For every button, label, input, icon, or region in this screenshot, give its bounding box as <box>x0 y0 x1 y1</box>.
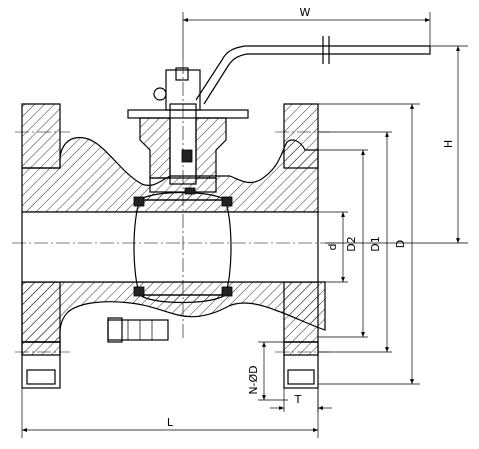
label-h: H <box>442 140 455 148</box>
stem-assembly <box>127 67 249 195</box>
drain-plug <box>107 317 169 343</box>
seat-upper-left <box>133 196 145 207</box>
left-flange <box>15 103 70 389</box>
label-d2: D2 <box>345 236 358 251</box>
label-d-bore: d <box>326 244 339 251</box>
label-l: L <box>167 416 174 429</box>
handle-lever <box>195 36 431 105</box>
lower-body <box>21 281 326 343</box>
dimension-w: W <box>182 6 431 60</box>
dimension-n-od: N-ØD <box>247 341 288 401</box>
label-t: T <box>294 393 302 406</box>
right-flange <box>275 103 330 389</box>
label-d1: D1 <box>369 236 382 251</box>
bore <box>21 211 319 283</box>
dimension-h: H <box>325 45 468 244</box>
seat-lower-right <box>221 286 233 297</box>
label-n-od: N-ØD <box>247 365 260 394</box>
dimension-d1: D1 <box>318 131 392 353</box>
dimension-d2: D2 <box>318 149 368 338</box>
seat-lower-left <box>133 286 145 297</box>
label-w: W <box>300 6 311 19</box>
dimension-d-bore: d <box>318 211 348 283</box>
seat-upper-right <box>221 196 233 207</box>
dimension-d-outer: D <box>318 103 420 385</box>
dimension-l: L <box>21 388 319 438</box>
label-d-outer: D <box>394 240 407 248</box>
